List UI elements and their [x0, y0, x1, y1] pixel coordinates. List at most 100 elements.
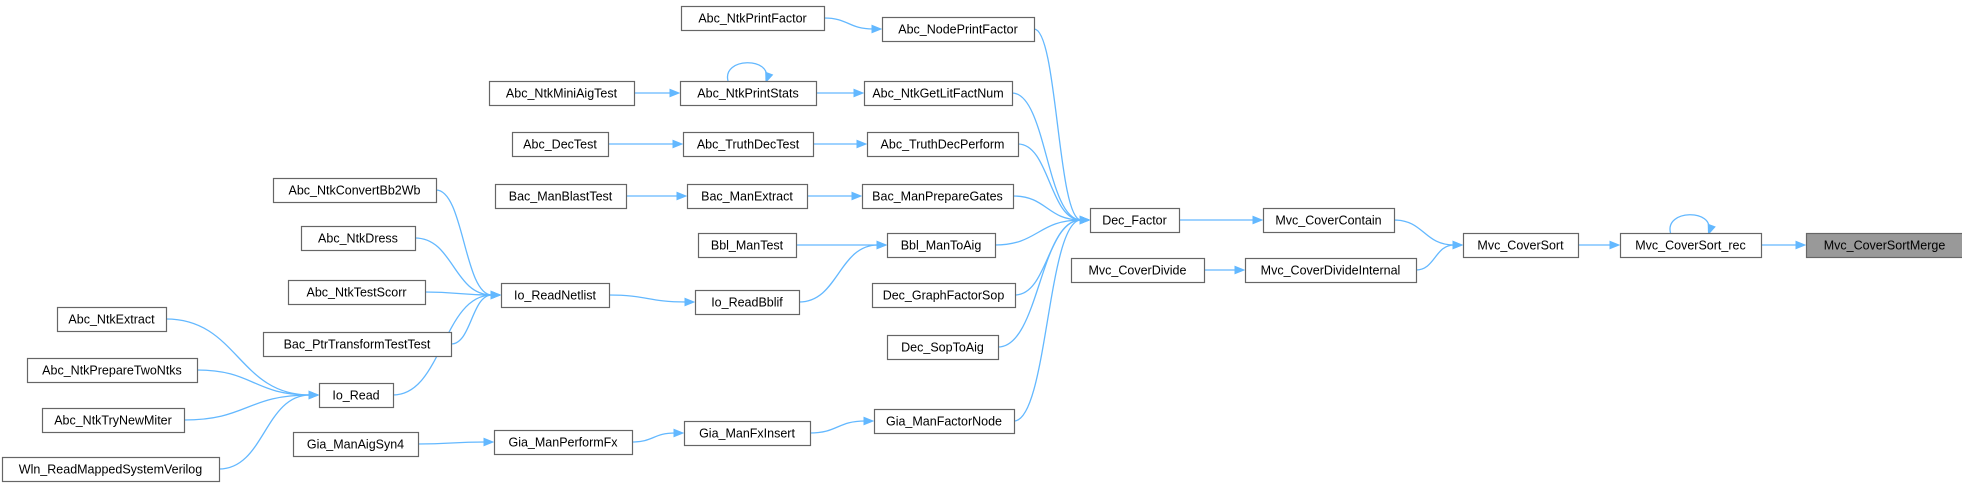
node-box — [1070, 257, 1206, 284]
node-label: Abc_TruthDecTest — [697, 138, 800, 152]
node-bac-ptrtransformtesttest[interactable]: Bac_PtrTransformTestTest — [262, 331, 453, 358]
node-label: Mvc_CoverSort_rec — [1635, 239, 1745, 253]
node-box — [1, 456, 221, 483]
node-box — [56, 306, 168, 333]
node-label: Io_Read — [332, 389, 379, 403]
node-label: Dec_GraphFactorSop — [883, 289, 1005, 303]
node-box — [697, 232, 798, 259]
node-abc-ntktestscorr[interactable]: Abc_NtkTestScorr — [287, 279, 427, 306]
node-abc-truthdectest[interactable]: Abc_TruthDecTest — [682, 131, 815, 158]
node-label: Abc_NtkGetLitFactNum — [872, 87, 1003, 101]
node-box — [272, 177, 438, 204]
node-box — [262, 331, 453, 358]
node-label: Io_ReadBblif — [711, 296, 783, 310]
node-box — [694, 289, 801, 316]
node-box — [500, 282, 611, 309]
node-label: Gia_ManFactorNode — [886, 415, 1002, 429]
node-gia-manfxinsert[interactable]: Gia_ManFxInsert — [683, 420, 812, 447]
node-dec-soptoaig[interactable]: Dec_SopToAig — [886, 334, 1000, 361]
node-box — [679, 80, 818, 107]
node-label: Bac_ManBlastTest — [509, 190, 613, 204]
node-io-readnetlist[interactable]: Io_ReadNetlist — [500, 282, 611, 309]
edge-abc-ntkpreparetwontks-to-io-read — [196, 369, 320, 400]
node-abc-ntkprintfactor[interactable]: Abc_NtkPrintFactor — [680, 5, 826, 32]
node-label: Abc_NtkExtract — [68, 313, 155, 327]
node-label: Abc_NtkTryNewMiter — [54, 414, 172, 428]
edge-abc-ntkconvertbb2wb-to-io-readnetlist — [435, 189, 502, 300]
node-box — [1619, 232, 1763, 259]
edge-abc-ntkprintfactor-to-abc-nodeprintfactor — [823, 17, 883, 34]
node-abc-ntktrynewmiter[interactable]: Abc_NtkTryNewMiter — [41, 407, 186, 434]
node-mvc-coversort[interactable]: Mvc_CoverSort — [1462, 232, 1580, 259]
node-label: Abc_NtkMiniAigTest — [506, 87, 618, 101]
node-io-read[interactable]: Io_Read — [318, 382, 395, 409]
node-gia-manperformfx[interactable]: Gia_ManPerformFx — [493, 429, 634, 456]
node-label: Mvc_CoverDivideInternal — [1261, 264, 1401, 278]
node-label: Mvc_CoverContain — [1275, 214, 1381, 228]
node-abc-ntkextract[interactable]: Abc_NtkExtract — [56, 306, 168, 333]
node-label: Bbl_ManTest — [711, 239, 784, 253]
edge-abc-ntktrynewmiter-to-io-read — [183, 390, 320, 421]
node-label: Dec_SopToAig — [901, 341, 984, 355]
node-mvc-coversort-rec[interactable]: Mvc_CoverSort_rec — [1619, 232, 1763, 259]
edge-mvc-coverdivideinternal-to-mvc-coversort — [1415, 240, 1464, 271]
node-bbl-mantoaig[interactable]: Bbl_ManToAig — [886, 232, 997, 259]
node-mvc-coverdivideinternal[interactable]: Mvc_CoverDivideInternal — [1244, 257, 1418, 284]
node-abc-dectest[interactable]: Abc_DecTest — [511, 131, 610, 158]
edge-abc-ntkprintstats-to-abc-ntkprintstats — [727, 62, 774, 84]
node-bac-manpreparegates[interactable]: Bac_ManPrepareGates — [861, 183, 1015, 210]
node-wln-readmappedsystemverilog[interactable]: Wln_ReadMappedSystemVerilog — [1, 456, 221, 483]
edge-abc-ntkminiaigtest-to-abc-ntkprintstats — [634, 88, 681, 98]
node-abc-ntkpreparetwontks[interactable]: Abc_NtkPrepareTwoNtks — [26, 357, 199, 384]
edge-bac-manblasttest-to-bac-manextract — [626, 191, 688, 201]
node-bac-manextract[interactable]: Bac_ManExtract — [686, 183, 809, 210]
node-dec-graphfactorsop[interactable]: Dec_GraphFactorSop — [871, 282, 1017, 309]
node-abc-truthdecperform[interactable]: Abc_TruthDecPerform — [866, 131, 1020, 158]
node-abc-ntkminiaigtest[interactable]: Abc_NtkMiniAigTest — [488, 80, 636, 107]
edge-abc-ntkdress-to-io-readnetlist — [414, 237, 502, 300]
node-box — [682, 131, 815, 158]
node-box — [1462, 232, 1580, 259]
node-mvc-coverdivide[interactable]: Mvc_CoverDivide — [1070, 257, 1206, 284]
node-abc-ntkgetlitfactnum[interactable]: Abc_NtkGetLitFactNum — [863, 80, 1014, 107]
edge-gia-manfactornode-to-dec-factor — [1013, 215, 1091, 422]
edge-gia-manaigsyn4-to-gia-manperformfx — [417, 437, 495, 447]
node-gia-manaigsyn4[interactable]: Gia_ManAigSyn4 — [292, 431, 420, 458]
edge-abc-ntkprintstats-to-abc-ntkgetlitfactnum — [816, 88, 865, 98]
node-box — [683, 420, 812, 447]
node-mvc-covercontain[interactable]: Mvc_CoverContain — [1262, 207, 1396, 234]
node-box — [318, 382, 395, 409]
node-label: Abc_NtkDress — [318, 232, 398, 246]
node-abc-nodeprintfactor[interactable]: Abc_NodePrintFactor — [881, 16, 1036, 43]
node-io-readbblif[interactable]: Io_ReadBblif — [694, 289, 801, 316]
edge-abc-ntkgetlitfactnum-to-dec-factor — [1011, 92, 1091, 225]
node-bac-manblasttest[interactable]: Bac_ManBlastTest — [494, 183, 628, 210]
node-box — [488, 80, 636, 107]
node-box — [300, 225, 417, 252]
edge-bac-manextract-to-bac-manpreparegates — [807, 191, 863, 201]
edge-mvc-covercontain-to-mvc-coversort — [1393, 219, 1464, 250]
node-box — [26, 357, 199, 384]
edge-mvc-coverdivide-to-mvc-coverdivideinternal — [1204, 265, 1246, 275]
node-label: Abc_NodePrintFactor — [898, 23, 1018, 37]
node-label: Abc_NtkPrepareTwoNtks — [42, 364, 182, 378]
node-abc-ntkdress[interactable]: Abc_NtkDress — [300, 225, 417, 252]
node-abc-ntkconvertbb2wb[interactable]: Abc_NtkConvertBb2Wb — [272, 177, 438, 204]
node-label: Abc_DecTest — [523, 138, 597, 152]
node-label: Abc_NtkPrintStats — [697, 87, 798, 101]
node-label: Bbl_ManToAig — [901, 239, 982, 253]
node-label: Mvc_CoverDivide — [1089, 264, 1187, 278]
node-abc-ntkprintstats[interactable]: Abc_NtkPrintStats — [679, 80, 818, 107]
node-dec-factor[interactable]: Dec_Factor — [1089, 207, 1181, 234]
node-box — [680, 5, 826, 32]
edge-abc-nodeprintfactor-to-dec-factor — [1033, 28, 1091, 225]
edge-mvc-coversort-rec-to-mvc-coversort-rec — [1669, 214, 1716, 236]
edge-abc-dectest-to-abc-truthdectest — [608, 139, 684, 149]
node-label: Bac_PtrTransformTestTest — [284, 338, 431, 352]
node-gia-manfactornode[interactable]: Gia_ManFactorNode — [873, 408, 1016, 435]
node-mvc-coversortmerge[interactable]: Mvc_CoverSortMerge — [1805, 232, 1962, 259]
node-bbl-mantest[interactable]: Bbl_ManTest — [697, 232, 798, 259]
node-label: Dec_Factor — [1102, 214, 1167, 228]
node-box — [873, 408, 1016, 435]
